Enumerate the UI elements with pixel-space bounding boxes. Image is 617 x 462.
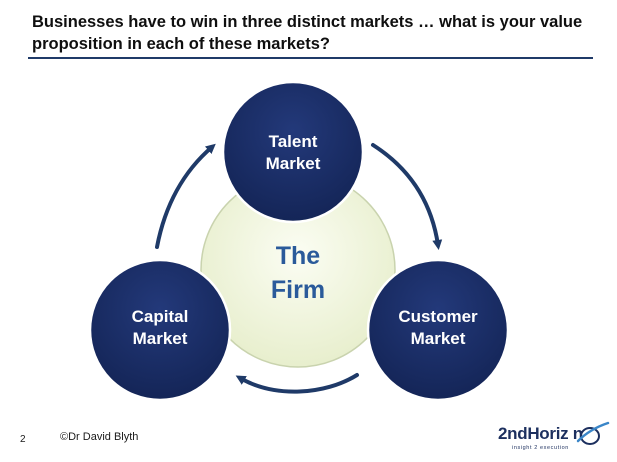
capital-market-circle bbox=[88, 258, 232, 402]
customer-market-circle bbox=[366, 258, 510, 402]
arrow-talent-to-customer bbox=[371, 143, 443, 250]
capital-market-line2: Market bbox=[133, 329, 188, 348]
logo-swoosh-icon bbox=[576, 421, 610, 445]
talent-market-circle bbox=[221, 80, 365, 224]
arrow-capital-to-talent bbox=[155, 143, 216, 249]
title-divider bbox=[28, 57, 593, 59]
arrow-customer-to-capital bbox=[235, 373, 359, 394]
customer-market-line2: Market bbox=[411, 329, 466, 348]
slide-title: Businesses have to win in three distinct… bbox=[32, 13, 583, 53]
company-logo: 2ndHoriz n insight 2 execution bbox=[498, 421, 610, 458]
capital-market-line1: Capital bbox=[132, 307, 189, 326]
talent-market-line2: Market bbox=[266, 154, 321, 173]
talent-market-line1: Talent bbox=[269, 132, 318, 151]
firm-label-line2: Firm bbox=[271, 276, 325, 304]
copyright-text: ©Dr David Blyth bbox=[60, 431, 139, 443]
firm-label-line1: The bbox=[276, 242, 321, 270]
logo-wordmark: 2ndHoriz n bbox=[498, 424, 583, 443]
page-number: 2 bbox=[20, 434, 26, 445]
customer-market-line1: Customer bbox=[398, 307, 478, 326]
logo-tagline: insight 2 execution bbox=[512, 445, 569, 451]
